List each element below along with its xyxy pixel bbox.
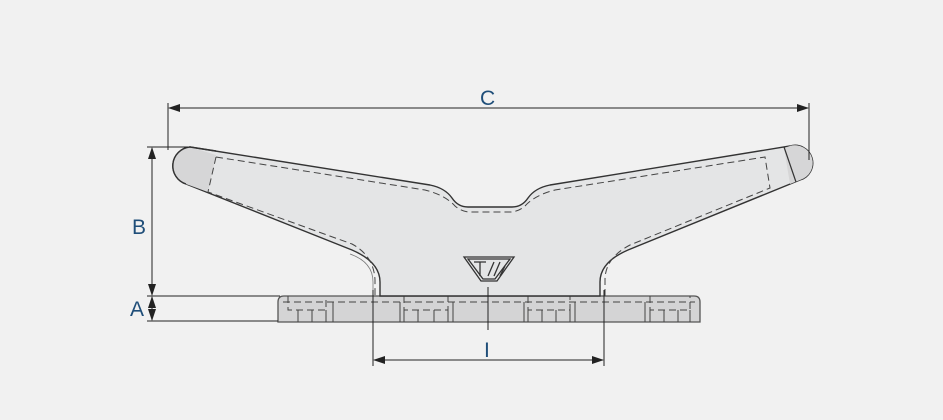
label-a: A <box>130 298 145 321</box>
dimension-b <box>147 146 188 296</box>
brand-logo <box>462 256 516 282</box>
dimension-a <box>147 295 280 322</box>
dimension-c <box>167 103 810 160</box>
label-b: B <box>132 216 147 239</box>
cleat-body <box>172 144 814 297</box>
dimension-i <box>372 287 605 366</box>
label-i: I <box>484 339 490 362</box>
base-plate <box>277 295 701 323</box>
label-c: C <box>480 87 496 110</box>
